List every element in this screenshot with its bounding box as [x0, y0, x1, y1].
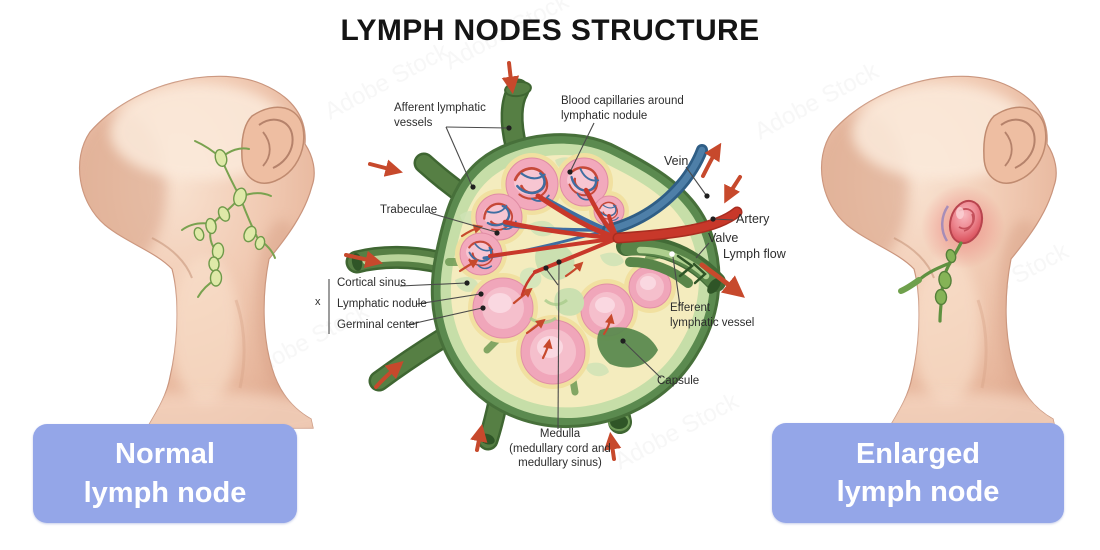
- valve-flap: [692, 262, 707, 285]
- label-vein: Vein: [664, 154, 689, 168]
- page-title: LYMPH NODES STRUCTURE: [340, 14, 760, 47]
- lymph-flow-arrow-icon: [344, 61, 745, 461]
- label-capsule: Capsule: [657, 375, 700, 387]
- label-germinal-center: Germinal center: [337, 319, 419, 331]
- flow-arrow-icon: [458, 224, 615, 360]
- leader-lines: [328, 122, 734, 430]
- normal-neck-illustration: [70, 76, 340, 444]
- lymph-node-structure-figure: [328, 61, 745, 461]
- lymphatic-nodules-plain: [468, 261, 676, 389]
- enlarged-neck-illustration: [812, 76, 1082, 444]
- label-lymph-flow: Lymph flow: [723, 247, 786, 261]
- label-artery: Artery: [736, 212, 770, 226]
- label-efferent-vessel: Efferent lymphatic vessel: [670, 302, 755, 329]
- efferent-vessel: [616, 235, 726, 294]
- valve-flap: [676, 254, 695, 278]
- label-medulla: Medulla (medullary cord and medullary si…: [509, 428, 611, 470]
- label-cortical-sinus: Cortical sinus: [337, 277, 407, 289]
- label-afferent-vessels: Afferent lymphatic vessels: [394, 102, 486, 129]
- normal-lymph-node-caption: Normal lymph node: [33, 424, 297, 523]
- label-trabeculae: Trabeculae: [380, 204, 438, 216]
- medulla-region: [519, 243, 585, 324]
- leader-dots: [464, 125, 716, 344]
- artery-vessel: [488, 187, 743, 297]
- label-valve: Valve: [708, 231, 739, 245]
- enlarged-lymph-node-caption: Enlarged lymph node: [772, 423, 1064, 523]
- bracket-x-marker: x: [315, 296, 321, 308]
- label-lymphatic-nodule: Lymphatic nodule: [337, 298, 427, 310]
- hilum: [597, 327, 658, 368]
- label-blood-capillaries: Blood capillaries around lymphatic nodul…: [561, 95, 684, 122]
